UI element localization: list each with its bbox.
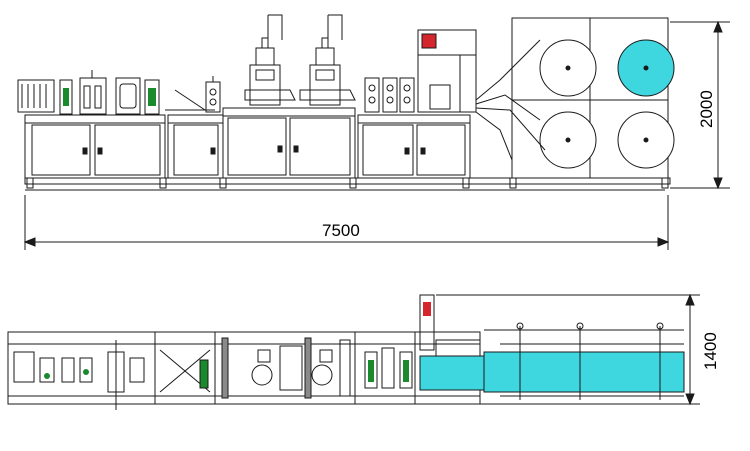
welding-tower-left [244, 14, 296, 106]
height-dimension [670, 20, 730, 190]
side-elevation-view [17, 14, 730, 250]
cabinet-section-2 [167, 114, 224, 179]
length-dimension [23, 195, 670, 250]
plan-welding-area [221, 337, 351, 399]
top-plan-view [7, 293, 700, 410]
cabinet-section-1 [24, 114, 166, 179]
width-dimension [436, 293, 700, 406]
cabinet-section-3 [222, 107, 356, 179]
cabinet-section-4 [357, 114, 471, 179]
edge-sealing-frame [417, 29, 477, 113]
height-dimension-label: 2000 [697, 90, 716, 128]
plan-frame [7, 331, 481, 405]
fabric-roll-rack [475, 17, 675, 179]
welding-tower-right [299, 14, 356, 106]
legs [26, 177, 669, 189]
length-dimension-label: 7500 [322, 221, 360, 240]
plan-nose-bridge-area [159, 349, 211, 393]
base-rail [24, 177, 671, 185]
plan-fabric-conveyor [419, 322, 685, 400]
ear-loop-feeders [17, 70, 160, 115]
folding-rollers [364, 77, 415, 113]
nose-bridge-unit [165, 76, 221, 113]
plan-edge-sealing-area [419, 294, 481, 357]
width-dimension-label: 1400 [701, 332, 720, 370]
plan-ear-loop-area [13, 340, 145, 410]
plan-folding-area [364, 347, 413, 389]
